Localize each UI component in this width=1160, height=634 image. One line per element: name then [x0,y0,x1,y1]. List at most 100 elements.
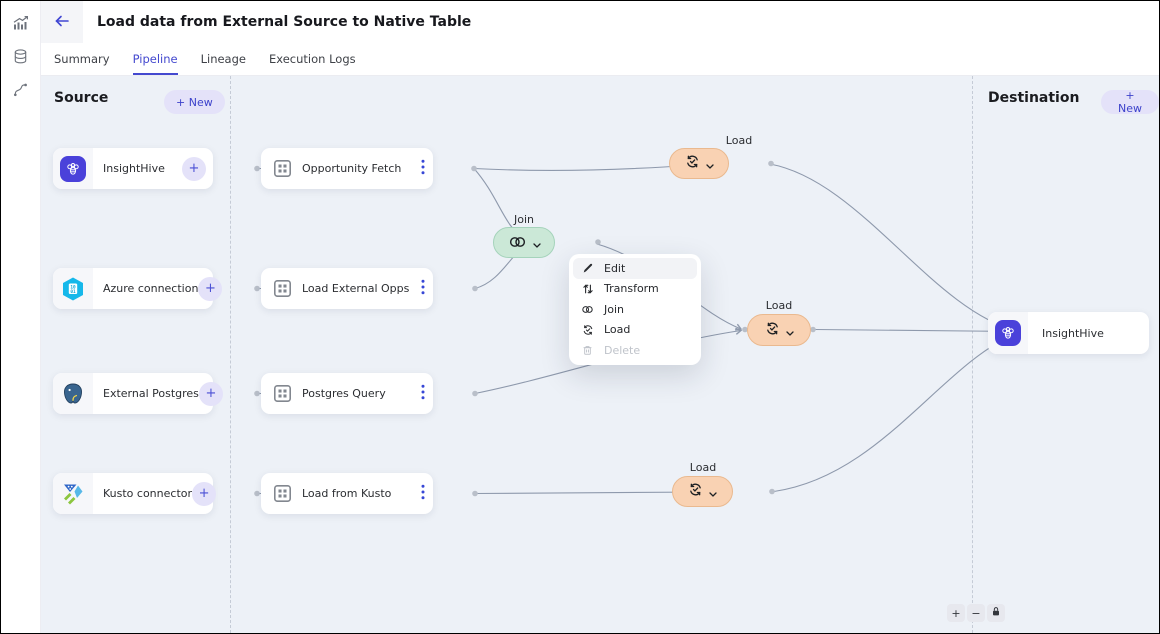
zoom-out-button[interactable]: − [967,604,985,622]
source-panel-title: Source [54,90,109,106]
node-menu-button[interactable] [415,484,431,503]
edge [473,161,703,172]
add-connection-button[interactable]: + [182,156,206,181]
left-sidebar [1,1,41,633]
source-card-label: Kusto connector [103,487,193,500]
node-menu-button[interactable] [415,279,431,298]
connection-dot[interactable] [810,326,816,333]
chevron-down-icon[interactable] [532,233,541,252]
menu-item-join[interactable]: Join [573,299,697,320]
destination-card-insighthive[interactable]: InsightHive [988,312,1149,354]
chevron-down-icon[interactable] [709,482,717,501]
step-label: Join [513,213,534,226]
menu-item-load[interactable]: Load [573,320,697,341]
grid-icon [273,484,292,503]
grid-icon [273,279,292,298]
node-label: Load from Kusto [302,487,392,500]
source-card-postgres[interactable]: External Postgres + [53,373,223,414]
kebab-icon [421,484,425,503]
back-button[interactable] [41,1,83,43]
connection-dot[interactable] [254,285,260,292]
source-card-label: InsightHive [103,162,165,175]
node-opportunity-fetch[interactable]: Opportunity Fetch [261,148,433,189]
add-connection-button[interactable]: + [192,481,217,506]
step-label: Load [765,299,793,312]
connection-dot[interactable] [472,390,478,397]
lock-button[interactable] [987,604,1005,622]
kusto-icon [53,473,93,514]
tab-bar: Summary Pipeline Lineage Execution Logs [41,43,1159,76]
connection-dot[interactable] [768,160,774,167]
edge [474,488,707,496]
insighthive-bee-icon [988,312,1028,354]
destination-divider [972,76,973,633]
menu-item-label: Edit [604,261,626,275]
load-step-pill[interactable] [672,476,733,507]
destination-panel-title: Destination [988,90,1080,106]
edge [773,331,1019,493]
tab-lineage[interactable]: Lineage [200,52,246,66]
pipeline-icon[interactable] [12,80,30,98]
step-label: Load [725,134,753,147]
source-card-label: Azure connection [103,282,199,295]
connection-dot[interactable] [254,490,260,497]
chevron-down-icon[interactable] [785,321,794,340]
edge [814,327,1019,336]
arrow-left-icon [54,15,70,30]
connection-dot[interactable] [472,285,478,292]
grid-icon [273,159,292,178]
tab-execution-logs[interactable]: Execution Logs [268,52,356,66]
source-card-insighthive[interactable]: InsightHive + [53,148,213,189]
menu-item-delete: Delete [573,340,697,361]
destination-new-button[interactable]: + New [1101,89,1159,115]
node-menu-button[interactable] [415,384,431,403]
load-icon [685,154,700,173]
menu-item-transform[interactable]: Transform [573,279,697,300]
add-connection-button[interactable]: + [198,276,223,301]
load-step-pill[interactable] [747,314,811,346]
page-title: Load data from External Source to Native… [97,14,472,30]
node-load-from-kusto[interactable]: Load from Kusto [261,473,433,514]
svg-text:01: 01 [70,288,76,294]
menu-item-label: Transform [604,282,659,296]
header: Load data from External Source to Native… [41,1,1159,43]
source-new-button[interactable]: + New [164,90,225,114]
source-card-kusto[interactable]: Kusto connector + [53,473,217,514]
node-load-external-opps[interactable]: Load External Opps [261,268,433,309]
connection-dot[interactable] [742,326,748,333]
kebab-icon [421,159,425,178]
connection-dot[interactable] [769,488,775,495]
add-connection-button[interactable]: + [198,381,223,406]
node-menu-button[interactable] [415,159,431,178]
chevron-down-icon[interactable] [705,154,714,173]
load-step-pill[interactable] [669,148,729,179]
tab-pipeline[interactable]: Pipeline [132,43,178,75]
join-icon [508,233,527,252]
join-step-pill[interactable] [493,227,555,258]
node-postgres-query[interactable]: Postgres Query [261,373,433,414]
connection-dot[interactable] [471,165,477,172]
load-icon [581,324,594,336]
zoom-in-button[interactable]: + [947,604,965,622]
connection-dot[interactable] [595,239,601,245]
pencil-icon [581,262,594,274]
postgres-icon [53,373,93,414]
lock-icon [991,606,1001,620]
load-icon [765,321,780,340]
tab-summary[interactable]: Summary [54,52,110,66]
pipeline-canvas[interactable]: Source + New Destination + New InsightHi… [41,76,1159,633]
step-label: Load [689,461,717,474]
analytics-icon[interactable] [12,14,30,32]
menu-item-edit[interactable]: Edit [573,258,697,279]
database-icon[interactable] [12,47,30,65]
kebab-icon [421,384,425,403]
insighthive-bee-icon [53,148,93,189]
connection-dot[interactable] [254,390,260,397]
connection-dot[interactable] [254,165,260,172]
destination-card-label: InsightHive [1042,326,1104,340]
join-icon [581,305,594,314]
connection-dot[interactable] [472,490,478,497]
